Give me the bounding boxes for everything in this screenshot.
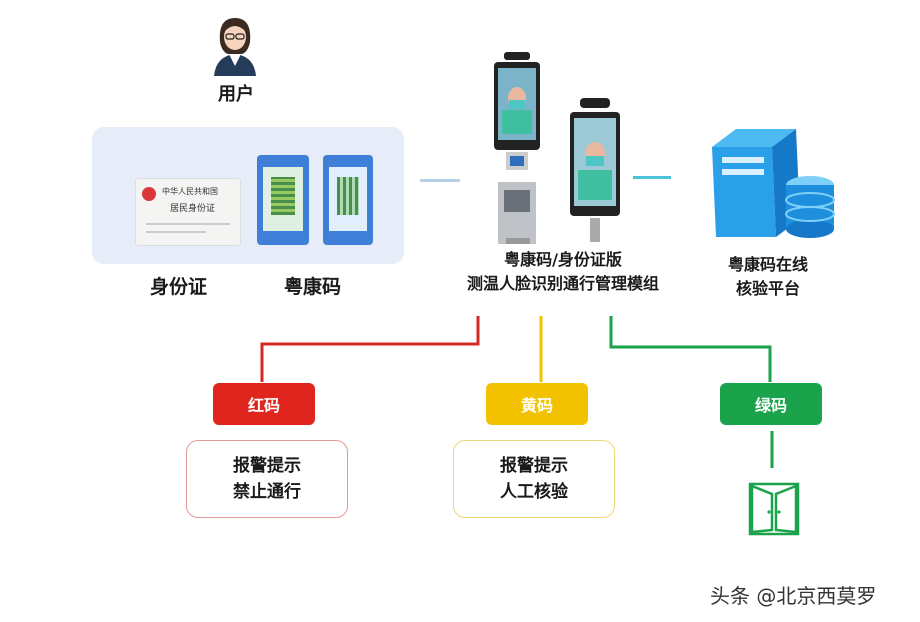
red-note-line2: 禁止通行 [233, 482, 301, 502]
green-code-badge: 绿码 [720, 383, 822, 425]
id-card-label: 身份证 [150, 276, 208, 298]
device-label-line1: 粤康码/身份证版 [504, 250, 622, 269]
connector-device-platform [633, 176, 671, 179]
yellow-code-note: 报警提示 人工核验 [453, 440, 615, 518]
id-card-image: 中华人民共和国 居民身份证 [135, 178, 241, 246]
health-code-phone-1 [257, 155, 309, 245]
id-card-subtitle: 居民身份证 [170, 204, 216, 214]
user-label: 用户 [218, 84, 254, 105]
red-code-note: 报警提示 禁止通行 [186, 440, 348, 518]
red-note-line1: 报警提示 [233, 456, 301, 476]
health-code-phone-2 [323, 155, 373, 245]
yellow-code-badge: 黄码 [486, 383, 588, 425]
red-code-badge: 红码 [213, 383, 315, 425]
health-code-label: 粤康码 [284, 276, 342, 298]
connector-cards-device [420, 179, 460, 182]
face-terminal-stand [492, 52, 542, 248]
yellow-note-line1: 报警提示 [500, 456, 568, 476]
device-label-line2: 测温人脸识别通行管理模组 [466, 274, 659, 293]
platform-label-line2: 核验平台 [735, 279, 800, 298]
user-icon [212, 12, 258, 76]
id-card-title: 中华人民共和国 [162, 187, 218, 196]
platform-label-line1: 粤康码在线 [727, 255, 808, 274]
yellow-note-line2: 人工核验 [500, 482, 568, 502]
watermark: 头条 @北京西莫罗 [710, 584, 877, 608]
face-terminal-pole [568, 98, 622, 244]
gate-door-icon [748, 482, 800, 536]
server-database-icon [706, 123, 836, 243]
